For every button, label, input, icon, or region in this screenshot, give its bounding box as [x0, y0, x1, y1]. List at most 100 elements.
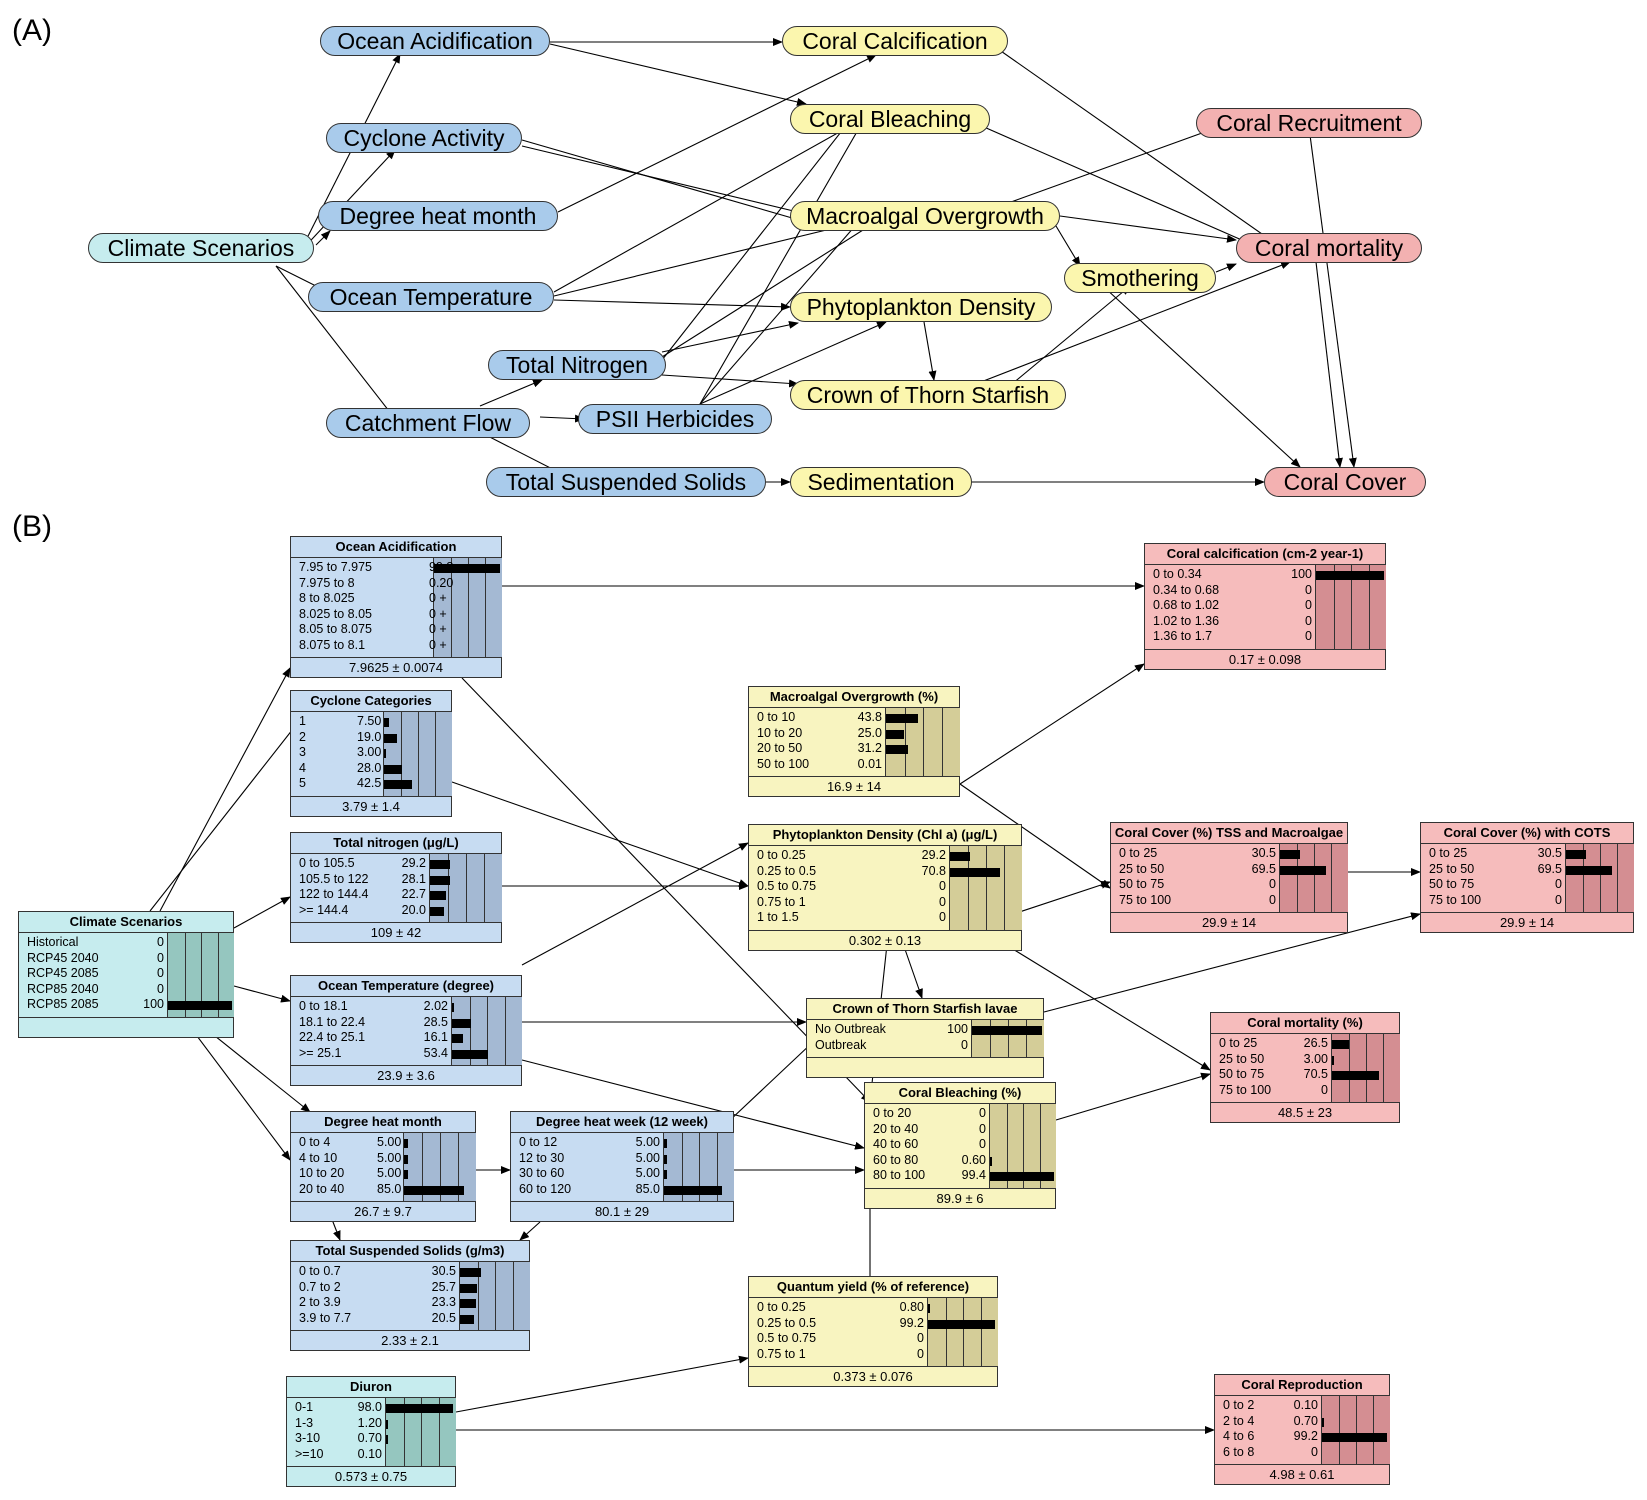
bn-grid-line — [487, 997, 488, 1065]
bn-node-summary: 16.9 ± 14 — [749, 776, 959, 796]
bn-grid-line — [904, 708, 906, 776]
bn-state-value: 28.0 — [357, 760, 382, 775]
bn-probability-bar — [886, 745, 909, 754]
edge-arrow — [1059, 215, 1237, 243]
bn-state-label: >= 25.1 — [299, 1045, 342, 1060]
bn-node-summary: 89.9 ± 6 — [865, 1187, 1055, 1208]
bn-node-summary: 7.9625 ± 0.0074 — [291, 657, 501, 677]
bn-node-title: Coral Bleaching (%) — [865, 1083, 1055, 1104]
node-total-suspended-solids: Total Suspended Solids — [486, 467, 766, 497]
bn-state-value: 100 — [143, 997, 164, 1011]
bn-state-value: 0 — [1269, 877, 1276, 891]
edge-arrow — [661, 320, 799, 353]
bn-grid-line — [438, 1398, 440, 1466]
bn-state-label: 50 to 75 — [1429, 877, 1475, 891]
bn-probability-bar — [664, 1170, 668, 1179]
bn-probability-bar — [452, 1003, 454, 1012]
bn-grid-line — [1351, 565, 1352, 649]
bn-node-ccal: Coral calcification (cm-2 year-1)0 to 0.… — [1144, 543, 1386, 670]
bn-state-label: 0 to 105.5 — [299, 856, 355, 870]
bn-grid-line — [1356, 1396, 1357, 1464]
bn-state-value: 0 + — [429, 637, 447, 652]
bn-state-value: 20.5 — [431, 1310, 456, 1325]
bn-state-value: 0.10 — [1293, 1398, 1318, 1412]
bn-state-label: 7.975 to 8 — [299, 575, 355, 590]
bn-state-label: 0.5 to 0.75 — [757, 1331, 817, 1345]
bn-state-value: 0 — [157, 935, 164, 949]
bn-grid-line — [435, 712, 436, 796]
bn-state-value: 69.5 — [1537, 861, 1562, 876]
bn-state-value: 0 — [1305, 613, 1312, 628]
bn-state-value: 28.1 — [401, 871, 426, 886]
bn-state-label: 50 to 75 — [1119, 877, 1165, 891]
bn-grid-line — [421, 1398, 422, 1466]
bn-grid-line — [1368, 565, 1370, 649]
bn-node-title: Cyclone Categories — [291, 691, 451, 712]
bn-state-row: 0.75 to 1 0 — [749, 895, 1023, 911]
bn-state-label: 122 to 144.4 — [299, 887, 369, 901]
bn-grid-line — [1314, 844, 1315, 912]
edge-arrow — [661, 217, 883, 358]
bn-state-label: Historical — [27, 935, 79, 949]
edge-arrow — [1043, 912, 1421, 1013]
bn-grid-line — [458, 1133, 459, 1201]
bn-state-value: 5.00 — [635, 1166, 660, 1180]
bn-state-label: 0 to 0.34 — [1153, 567, 1202, 581]
bn-state-label: 0.75 to 1 — [757, 894, 806, 909]
bn-state-label: 0 to 0.25 — [757, 848, 806, 862]
edge-arrow — [699, 217, 863, 405]
edge-arrow — [455, 1355, 749, 1413]
bn-probability-bar — [1322, 1433, 1388, 1442]
bn-state-value: 25.0 — [857, 725, 882, 740]
bn-state-value: 0 — [939, 894, 946, 909]
edge-arrow — [299, 53, 401, 253]
bn-grid-line — [681, 1133, 683, 1201]
bn-grid-line — [1617, 844, 1618, 912]
bn-state-label: 0 to 2 — [1223, 1398, 1255, 1412]
bn-probability-bar — [928, 1304, 930, 1313]
bn-state-value: 0.20 — [429, 575, 454, 590]
bn-state-value: 98.0 — [357, 1400, 382, 1414]
bn-grid-line — [1383, 1034, 1384, 1102]
bn-state-label: 3-10 — [295, 1431, 321, 1445]
bn-probability-bar — [460, 1299, 476, 1308]
bn-state-label: 1 to 1.5 — [757, 910, 799, 924]
bn-state-label: 0 to 0.25 — [757, 1300, 806, 1314]
bn-grid-line — [485, 558, 486, 657]
bn-state-label: 60 to 120 — [519, 1181, 572, 1196]
panel-a-label: (A) — [12, 14, 52, 47]
bn-node-summary: 0.17 ± 0.098 — [1145, 648, 1385, 669]
bn-grid-line — [963, 1298, 964, 1366]
edge-arrow — [521, 139, 807, 224]
bn-state-value: 0 — [939, 879, 946, 893]
edge-arrow — [987, 41, 1283, 249]
bn-probability-bar — [452, 1049, 489, 1059]
edge-arrow — [699, 321, 887, 405]
